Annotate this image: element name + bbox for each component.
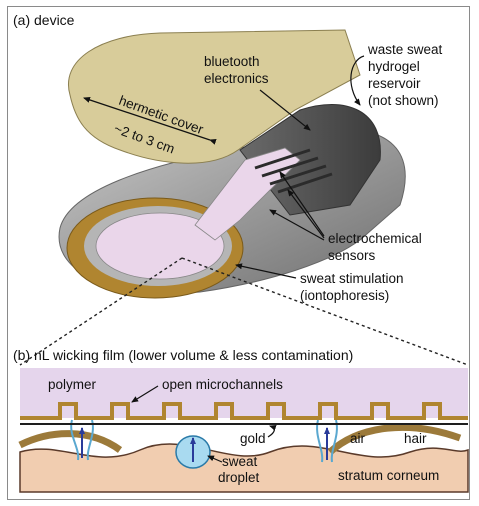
droplet-label-1: sweat	[222, 454, 258, 469]
reservoir-label-3: reservoir	[368, 76, 421, 91]
gold-label: gold	[240, 431, 266, 446]
reservoir-label-2: hydrogel	[368, 59, 420, 74]
skin-label: stratum corneum	[338, 468, 439, 483]
stimulation-label-2: (iontophoresis)	[300, 288, 389, 303]
channels-label: open microchannels	[162, 377, 283, 392]
reservoir-label-1: waste sweat	[367, 42, 443, 57]
polymer-layer	[20, 368, 468, 418]
sensors-label-1: electrochemical	[328, 231, 422, 246]
polymer-label: polymer	[48, 377, 97, 392]
stimulation-label-1: sweat stimulation	[300, 271, 404, 286]
droplet-label-2: droplet	[218, 470, 260, 485]
panel-b-title: (b) nL wicking film (lower volume & less…	[13, 347, 353, 363]
electronics-label-2: electronics	[204, 71, 269, 86]
gold-pointer	[268, 426, 274, 437]
hair-label: hair	[404, 431, 427, 446]
air-label: air	[350, 431, 366, 446]
hair-1	[20, 434, 120, 450]
electronics-label-1: bluetooth	[204, 54, 260, 69]
sensors-label-2: sensors	[328, 248, 376, 263]
reservoir-label-4: (not shown)	[368, 93, 439, 108]
panel-a-title: (a) device	[13, 12, 75, 28]
